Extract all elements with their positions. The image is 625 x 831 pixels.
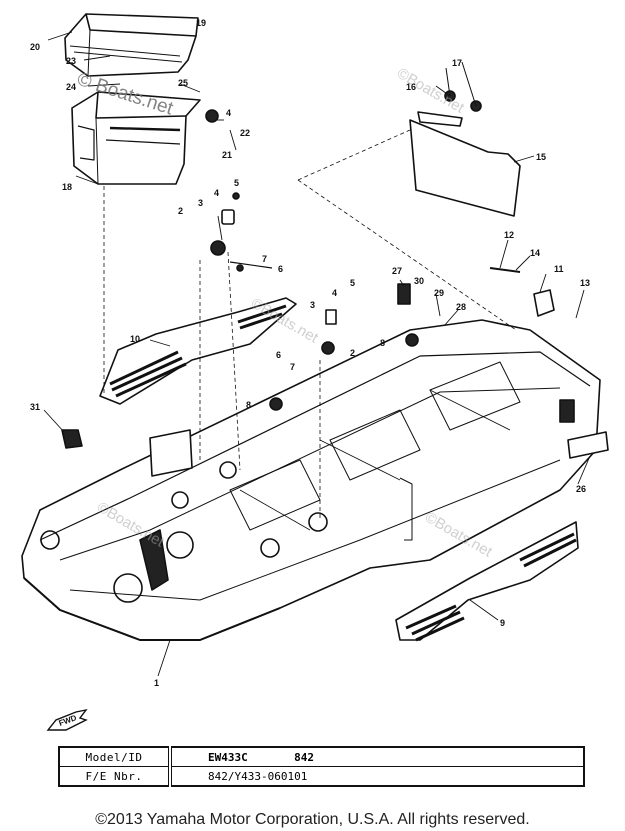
hull-frame-part <box>21 319 601 641</box>
callout-label: 1 <box>154 678 159 688</box>
callout-label: 4 <box>214 188 219 198</box>
callout-label: 21 <box>222 150 232 160</box>
callout-label: 8 <box>380 338 385 348</box>
callout-label: 17 <box>452 58 462 68</box>
callout-label: 14 <box>530 248 540 258</box>
assembly-lines <box>103 129 517 520</box>
callout-label: 9 <box>500 618 505 628</box>
callout-label: 29 <box>434 288 444 298</box>
table-cell-label: Model/ID <box>58 746 172 767</box>
copyright-notice: ©2013 Yamaha Motor Corporation, U.S.A. A… <box>95 811 530 828</box>
callout-label: 5 <box>234 178 239 188</box>
callout-label: 18 <box>62 182 72 192</box>
step-mat-right-part <box>395 521 579 642</box>
callout-labels: 20 19 23 24 25 18 4 22 21 17 16 15 5 4 3… <box>30 18 590 688</box>
callout-label: 24 <box>66 82 76 92</box>
callout-label: 27 <box>392 266 402 276</box>
callout-label: 8 <box>246 400 251 410</box>
callout-label: 11 <box>554 264 564 274</box>
fastener-group-upper <box>210 192 273 272</box>
cover-part <box>64 13 199 77</box>
callout-label: 13 <box>580 278 590 288</box>
model-info-table: Model/ID EW433C 842 F/E Nbr. 842/Y433-06… <box>58 746 585 787</box>
table-cell-value: EW433C 842 <box>169 746 585 767</box>
leader-lines <box>43 31 591 677</box>
callout-label: 12 <box>504 230 514 240</box>
callout-label: 20 <box>30 42 40 52</box>
callout-label: 2 <box>178 206 183 216</box>
callout-label: 3 <box>198 198 203 208</box>
callout-label: 31 <box>30 402 40 412</box>
callout-label: 6 <box>278 264 283 274</box>
callout-label: 2 <box>350 348 355 358</box>
step-mat-left-part <box>99 297 297 405</box>
callout-label: 30 <box>414 276 424 286</box>
bracket-parts <box>61 109 609 459</box>
table-cell-label: F/E Nbr. <box>58 766 172 787</box>
callout-label: 25 <box>178 78 188 88</box>
callout-label: 3 <box>310 300 315 310</box>
callout-label: 6 <box>276 350 281 360</box>
callout-label: 15 <box>536 152 546 162</box>
table-row: F/E Nbr. 842/Y433-060101 <box>58 766 585 787</box>
callout-label: 10 <box>130 334 140 344</box>
table-row: Model/ID EW433C 842 <box>58 746 585 767</box>
callout-label: 19 <box>196 18 206 28</box>
callout-label: 23 <box>66 56 76 66</box>
callout-label: 28 <box>456 302 466 312</box>
forward-arrow-icon: FWD <box>46 708 88 731</box>
callout-label: 16 <box>406 82 416 92</box>
callout-label: 7 <box>290 362 295 372</box>
callout-label: 22 <box>240 128 250 138</box>
callout-label: 5 <box>350 278 355 288</box>
callout-label: 4 <box>332 288 337 298</box>
callout-label: 4 <box>226 108 231 118</box>
callout-label: 26 <box>576 484 586 494</box>
exploded-parts-diagram: © Boats.net ©Boats.net ©Boats.net ©Boats… <box>21 13 609 688</box>
callout-label: 7 <box>262 254 267 264</box>
table-cell-value: 842/Y433-060101 <box>169 766 585 787</box>
storage-box-part <box>71 91 201 185</box>
